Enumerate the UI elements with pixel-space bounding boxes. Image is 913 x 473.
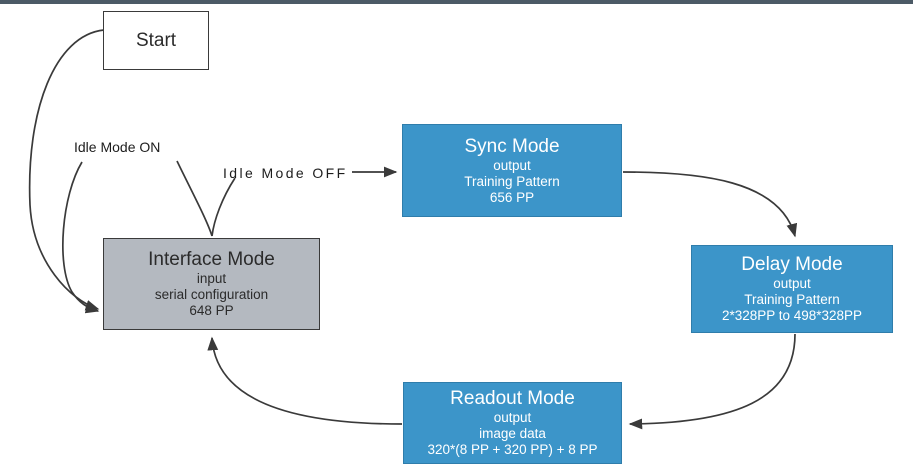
- edge-sync-to-delay: [622, 171, 798, 238]
- node-sync-mode-line-2: Training Pattern: [464, 173, 560, 189]
- edge-idle-off-to-interface-top: [211, 177, 236, 237]
- node-interface-mode-title: Interface Mode: [148, 249, 275, 270]
- node-readout-mode-line-3: 320*(8 PP + 320 PP) + 8 PP: [427, 442, 598, 457]
- top-accent-bar: [0, 0, 913, 4]
- node-start-title: Start: [135, 29, 177, 51]
- node-interface-mode[interactable]: Interface Mode input serial configuratio…: [103, 238, 320, 330]
- edge-label-idle-mode-off: Idle Mode OFF: [223, 165, 348, 181]
- node-interface-mode-line-2: serial configuration: [154, 287, 269, 302]
- node-sync-mode-line-3: 656 PP: [489, 189, 535, 205]
- edge-idle-on-to-interface-top: [176, 160, 213, 237]
- node-sync-mode-title: Sync Mode: [464, 135, 560, 157]
- node-delay-mode-line-1: output: [773, 276, 811, 291]
- node-readout-mode[interactable]: Readout Mode output image data 320*(8 PP…: [403, 382, 622, 464]
- node-sync-mode-line-1: output: [493, 157, 531, 173]
- edge-readout-to-interface: [207, 336, 403, 425]
- node-interface-mode-line-3: 648 PP: [189, 303, 234, 318]
- edge-start-to-interface: [28, 29, 105, 311]
- node-readout-mode-title: Readout Mode: [450, 388, 575, 409]
- node-delay-mode-line-2: Training Pattern: [744, 292, 840, 307]
- node-delay-mode-title: Delay Mode: [741, 254, 843, 275]
- node-readout-mode-line-2: image data: [479, 426, 546, 441]
- edge-label-idle-mode-on: Idle Mode ON: [74, 139, 161, 155]
- edge-delay-to-readout: [628, 333, 796, 430]
- node-interface-mode-line-1: input: [196, 271, 227, 286]
- node-sync-mode[interactable]: Sync Mode output Training Pattern 656 PP: [402, 124, 622, 217]
- edge-idle-on-to-interface-left: [62, 161, 100, 314]
- node-delay-mode[interactable]: Delay Mode output Training Pattern 2*328…: [691, 245, 893, 333]
- node-delay-mode-line-3: 2*328PP to 498*328PP: [721, 308, 863, 323]
- node-start[interactable]: Start: [103, 11, 209, 70]
- node-readout-mode-line-1: output: [493, 410, 532, 425]
